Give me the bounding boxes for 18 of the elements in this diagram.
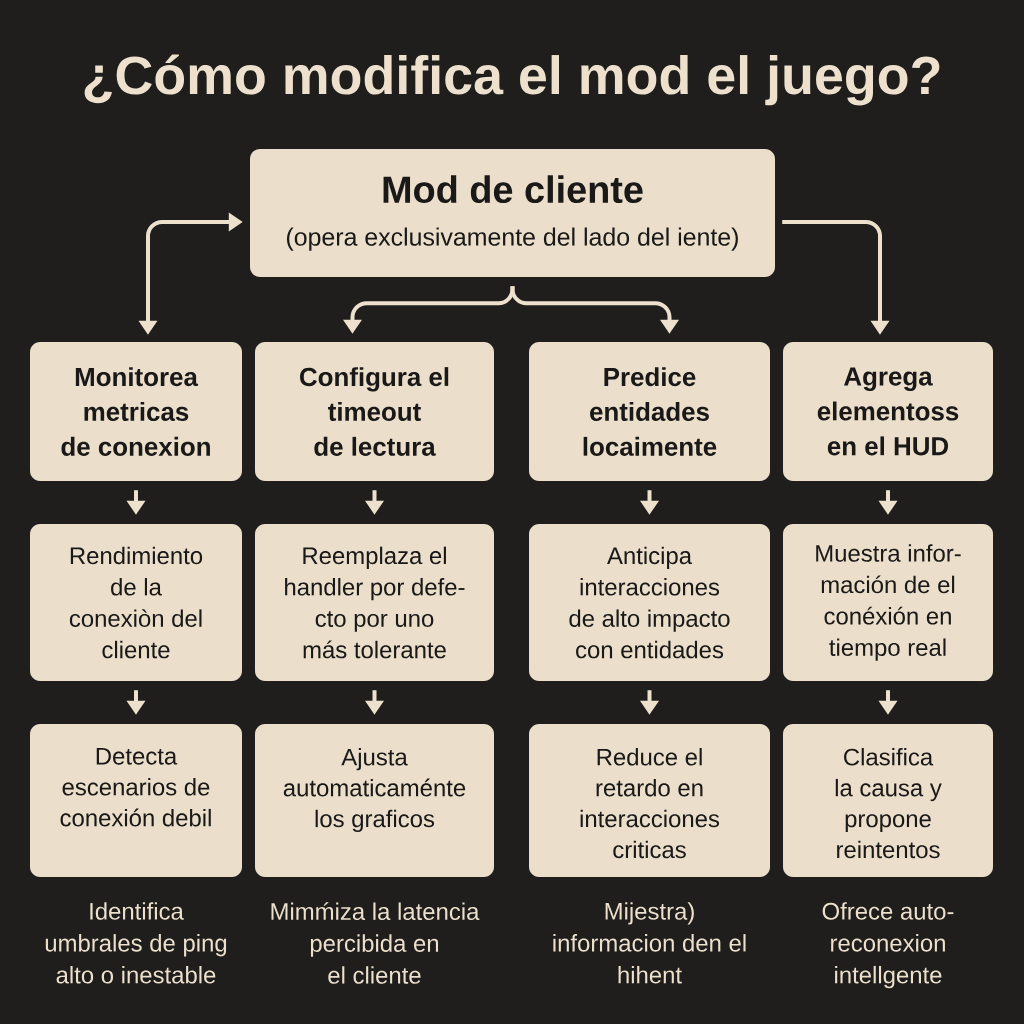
process-box: Reemplaza el handler por defe- cto por uno más tolerante <box>255 524 494 681</box>
process-box: Agrega elementoss en el HUD <box>783 342 993 481</box>
process-box: Anticipa interacciones de alto impacto con entidades <box>529 524 770 681</box>
process-box: Mod de cliente (opera exclusivamente del lado del iente) <box>250 149 775 277</box>
annotation: Mimḿiza la latencia percibida en el cliente <box>271 902 480 984</box>
process-box: Predice entidades locaimente <box>529 342 770 481</box>
process-box: Ajusta automaticaménte los graficos <box>255 724 494 877</box>
annotation: Identifica umbrales de ping alto o inestable <box>45 902 227 984</box>
process-box: Clasifica la causa y propone reintentos <box>783 724 993 877</box>
process-box: Rendimiento de la conexiòn del cliente <box>30 524 242 681</box>
process-box: Detecta escenarios de conexión debil <box>30 724 242 877</box>
process-box: Configura el timeout de lectura <box>255 342 494 481</box>
process-box: Monitorea metricas de conexion <box>30 342 242 481</box>
process-box: Muestra infor- mación de el conéxión en tiempo real <box>783 524 993 681</box>
process-box: Reduce el retardo en interacciones criticas <box>529 724 770 877</box>
annotation: Mijestra) informacion den el hihent <box>553 902 746 984</box>
title: ¿Cómo modifica el mod el juego? <box>84 54 940 106</box>
annotation: Ofrece auto- reconexion intellgente <box>822 902 954 989</box>
